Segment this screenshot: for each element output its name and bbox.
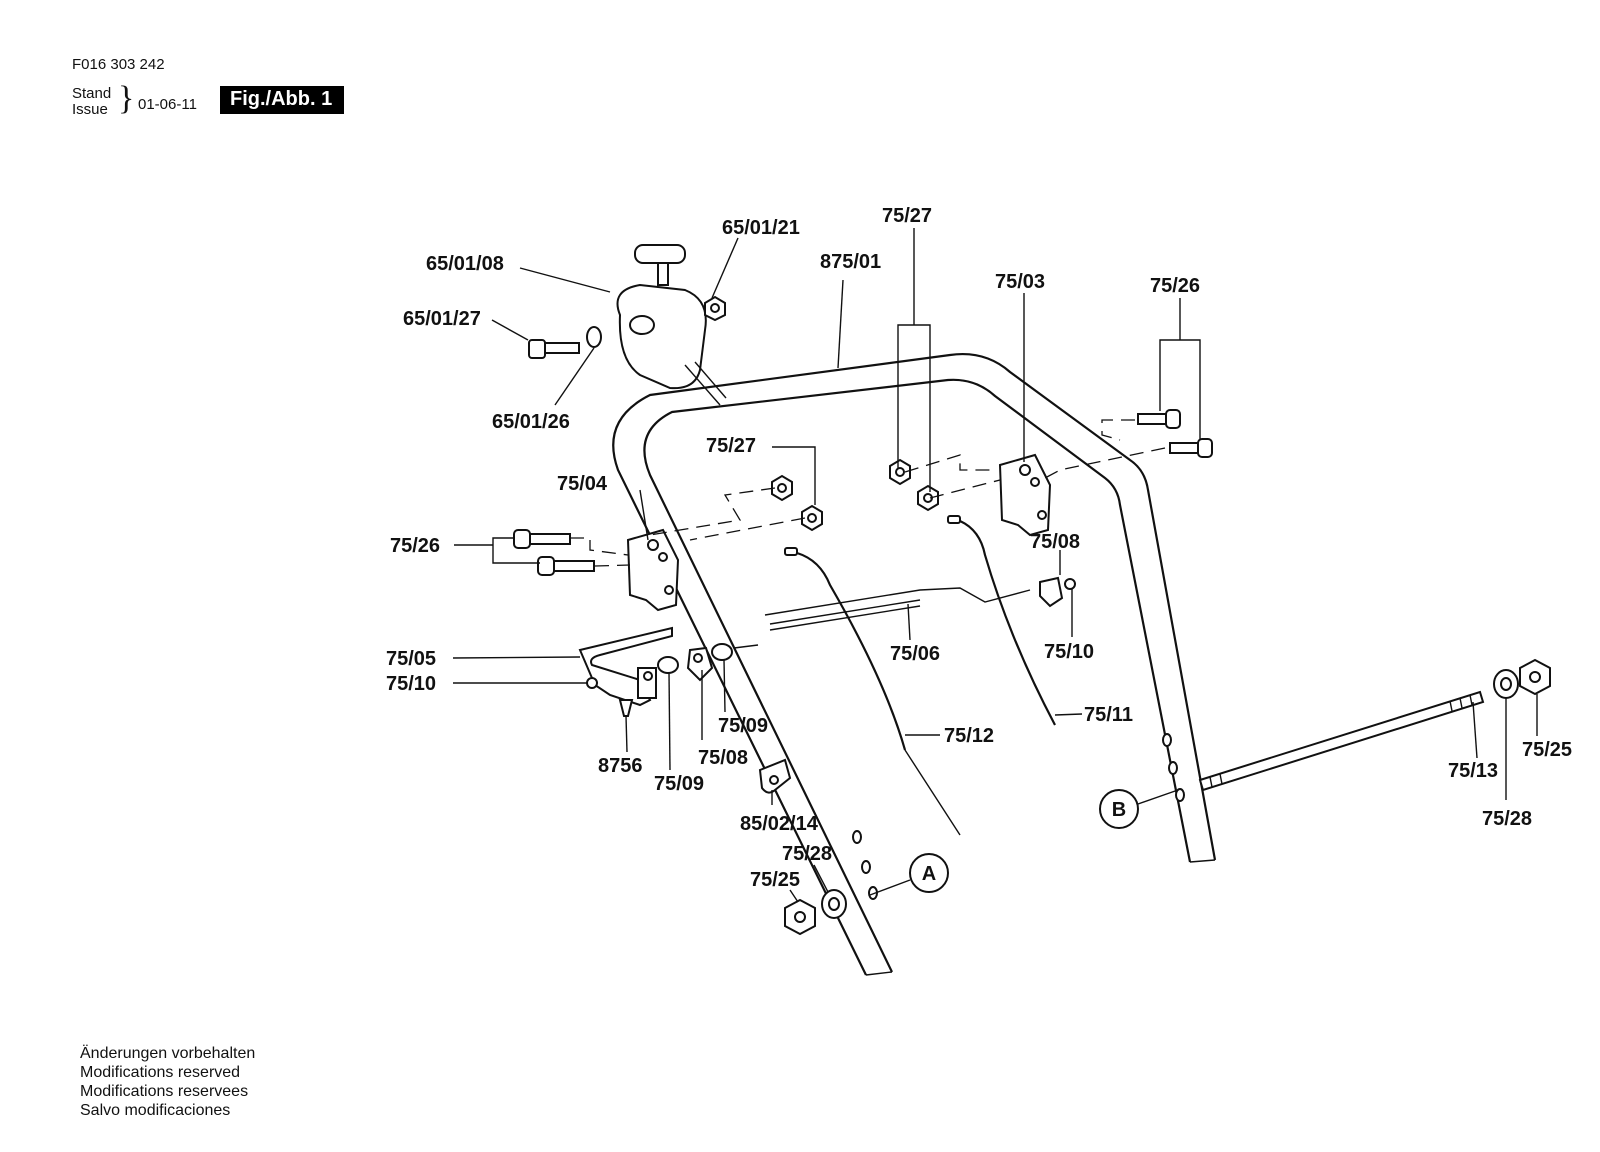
knob-nut-left xyxy=(784,898,816,936)
note-line-fr: Modifications reservees xyxy=(80,1083,249,1100)
stand-label: Stand xyxy=(72,85,112,102)
callout-75-28-right: 75/28 xyxy=(1482,808,1532,830)
throttle-bolt xyxy=(528,339,580,359)
callout-75-08-right: 75/08 xyxy=(1030,531,1080,553)
issue-date: 01-06-11 xyxy=(138,96,197,113)
throttle-nut xyxy=(704,295,726,322)
modifications-note: Änderungen vorbehalten Modifications res… xyxy=(80,1044,255,1120)
callout-65-01-21: 65/01/21 xyxy=(722,217,800,239)
callout-75-09-a: 75/09 xyxy=(718,715,768,737)
callout-75-13: 75/13 xyxy=(1448,760,1498,782)
callout-85-02-14: 85/02/14 xyxy=(740,813,819,835)
throttle-washer xyxy=(586,326,602,348)
brace-glyph: } xyxy=(118,80,135,117)
callout-75-25-right: 75/25 xyxy=(1522,739,1572,761)
issue-label: Issue xyxy=(72,101,108,118)
callout-75-26-right: 75/26 xyxy=(1150,275,1200,297)
callout-75-09-b: 75/09 xyxy=(654,773,704,795)
washer-right xyxy=(1493,669,1519,699)
hinge-right xyxy=(998,453,1052,537)
callout-65-01-27: 65/01/27 xyxy=(403,308,481,330)
callout-75-08-left: 75/08 xyxy=(698,747,748,769)
detail-b-label: B xyxy=(1112,799,1126,821)
screws-right xyxy=(1137,409,1213,458)
spacer-left-2 xyxy=(711,643,733,661)
spring-left xyxy=(586,677,598,689)
document-number: F016 303 242 xyxy=(72,56,165,73)
throttle-control xyxy=(616,244,727,406)
cable-left xyxy=(784,547,961,836)
assembly-axes xyxy=(570,419,1166,567)
callout-75-26-left: 75/26 xyxy=(390,535,440,557)
detail-a-label: A xyxy=(922,863,936,885)
callout-75-05: 75/05 xyxy=(386,648,436,670)
callout-75-10-left: 75/10 xyxy=(386,673,436,695)
callout-75-04: 75/04 xyxy=(557,473,608,495)
nuts-left xyxy=(771,474,823,532)
note-line-es: Salvo modificaciones xyxy=(80,1102,231,1119)
clip-right xyxy=(1039,576,1076,608)
callout-8756: 8756 xyxy=(598,755,643,777)
callout-65-01-26: 65/01/26 xyxy=(492,411,570,433)
callout-75-27-mid: 75/27 xyxy=(706,435,756,457)
note-line-de: Änderungen vorbehalten xyxy=(80,1045,256,1062)
callout-65-01-08: 65/01/08 xyxy=(426,253,504,275)
callout-75-25-left: 75/25 xyxy=(750,869,800,891)
handle-tube xyxy=(612,353,1217,976)
cable-bar xyxy=(764,587,1031,631)
callout-75-10-right: 75/10 xyxy=(1044,641,1094,663)
callout-labels: 65/01/21 65/01/08 65/01/27 65/01/26 875/… xyxy=(386,205,1572,891)
leader-lines xyxy=(452,228,1538,903)
note-line-en: Modifications reserved xyxy=(80,1064,241,1081)
callout-75-03: 75/03 xyxy=(995,271,1045,293)
figure-badge: Fig./Abb. 1 xyxy=(220,86,345,114)
nuts-right xyxy=(889,458,939,512)
callout-875-01: 875/01 xyxy=(820,251,881,273)
washer-left xyxy=(821,889,847,919)
callout-75-06: 75/06 xyxy=(890,643,940,665)
callout-75-11: 75/11 xyxy=(1084,704,1133,726)
brake-lever xyxy=(578,626,673,717)
spacer-left-1 xyxy=(657,656,679,674)
callout-75-27-top: 75/27 xyxy=(882,205,932,227)
clip-left xyxy=(686,646,714,682)
knob-nut-right xyxy=(1519,658,1551,696)
detail-marker-a: A xyxy=(869,853,949,896)
hinge-left xyxy=(626,528,680,612)
screws-left xyxy=(513,529,595,576)
issue-block: Stand Issue } 01-06-11 Fig./Abb. 1 xyxy=(72,82,372,126)
cable-clip xyxy=(758,758,792,794)
cable-right xyxy=(947,515,1056,726)
callout-75-12: 75/12 xyxy=(944,725,994,747)
threaded-rod xyxy=(1198,690,1485,792)
callout-75-28-left: 75/28 xyxy=(782,843,832,865)
detail-marker-b: B xyxy=(1099,789,1179,829)
